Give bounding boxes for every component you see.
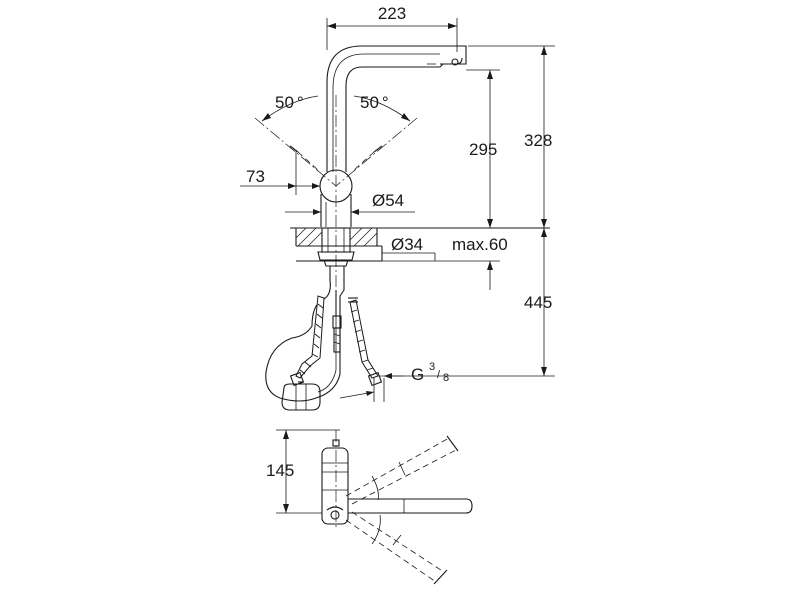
worktop-deck xyxy=(290,227,550,267)
dim-connection-label: G xyxy=(411,365,424,384)
hoses-assembly xyxy=(265,266,383,411)
dim-total-height: 328 xyxy=(468,45,555,228)
dim-angle-right-label: 50° xyxy=(360,93,389,112)
dim-deck-thickness-label: max.60 xyxy=(452,235,508,254)
dim-spout-reach: 223 xyxy=(326,4,458,52)
dim-below-deck-label: 445 xyxy=(524,293,552,312)
dim-spout-height: 295 xyxy=(466,69,500,228)
dim-body-diameter-label: Ø54 xyxy=(372,191,404,210)
faucet-plan-view xyxy=(321,430,473,585)
dim-base-depth-label: 145 xyxy=(266,461,294,480)
dim-spout-height-label: 295 xyxy=(469,140,497,159)
faucet-side-view xyxy=(254,45,467,300)
dim-hole-and-deck: Ø34 max.60 xyxy=(382,235,508,290)
dim-below-deck: 445 xyxy=(380,228,555,377)
dim-connection-denominator: 8 xyxy=(443,372,449,384)
dim-base-depth: 145 xyxy=(266,429,340,514)
dim-hole-diameter-label: Ø34 xyxy=(391,235,423,254)
dim-connection-slash: / xyxy=(437,369,441,381)
dim-connection-thread: G 3 / 8 xyxy=(339,361,449,402)
dim-total-height-label: 328 xyxy=(524,131,552,150)
dim-lever-angles: 50° 50° xyxy=(261,93,411,122)
deck-hatching xyxy=(295,227,378,247)
dim-lever-offset-label: 73 xyxy=(246,167,265,186)
dim-connection-numerator: 3 xyxy=(429,361,435,373)
dim-body-diameter: Ø54 xyxy=(285,191,415,215)
dim-angle-left-label: 50° xyxy=(275,93,304,112)
dim-lever-offset: 73 xyxy=(240,150,320,195)
dim-spout-reach-label: 223 xyxy=(378,4,406,23)
